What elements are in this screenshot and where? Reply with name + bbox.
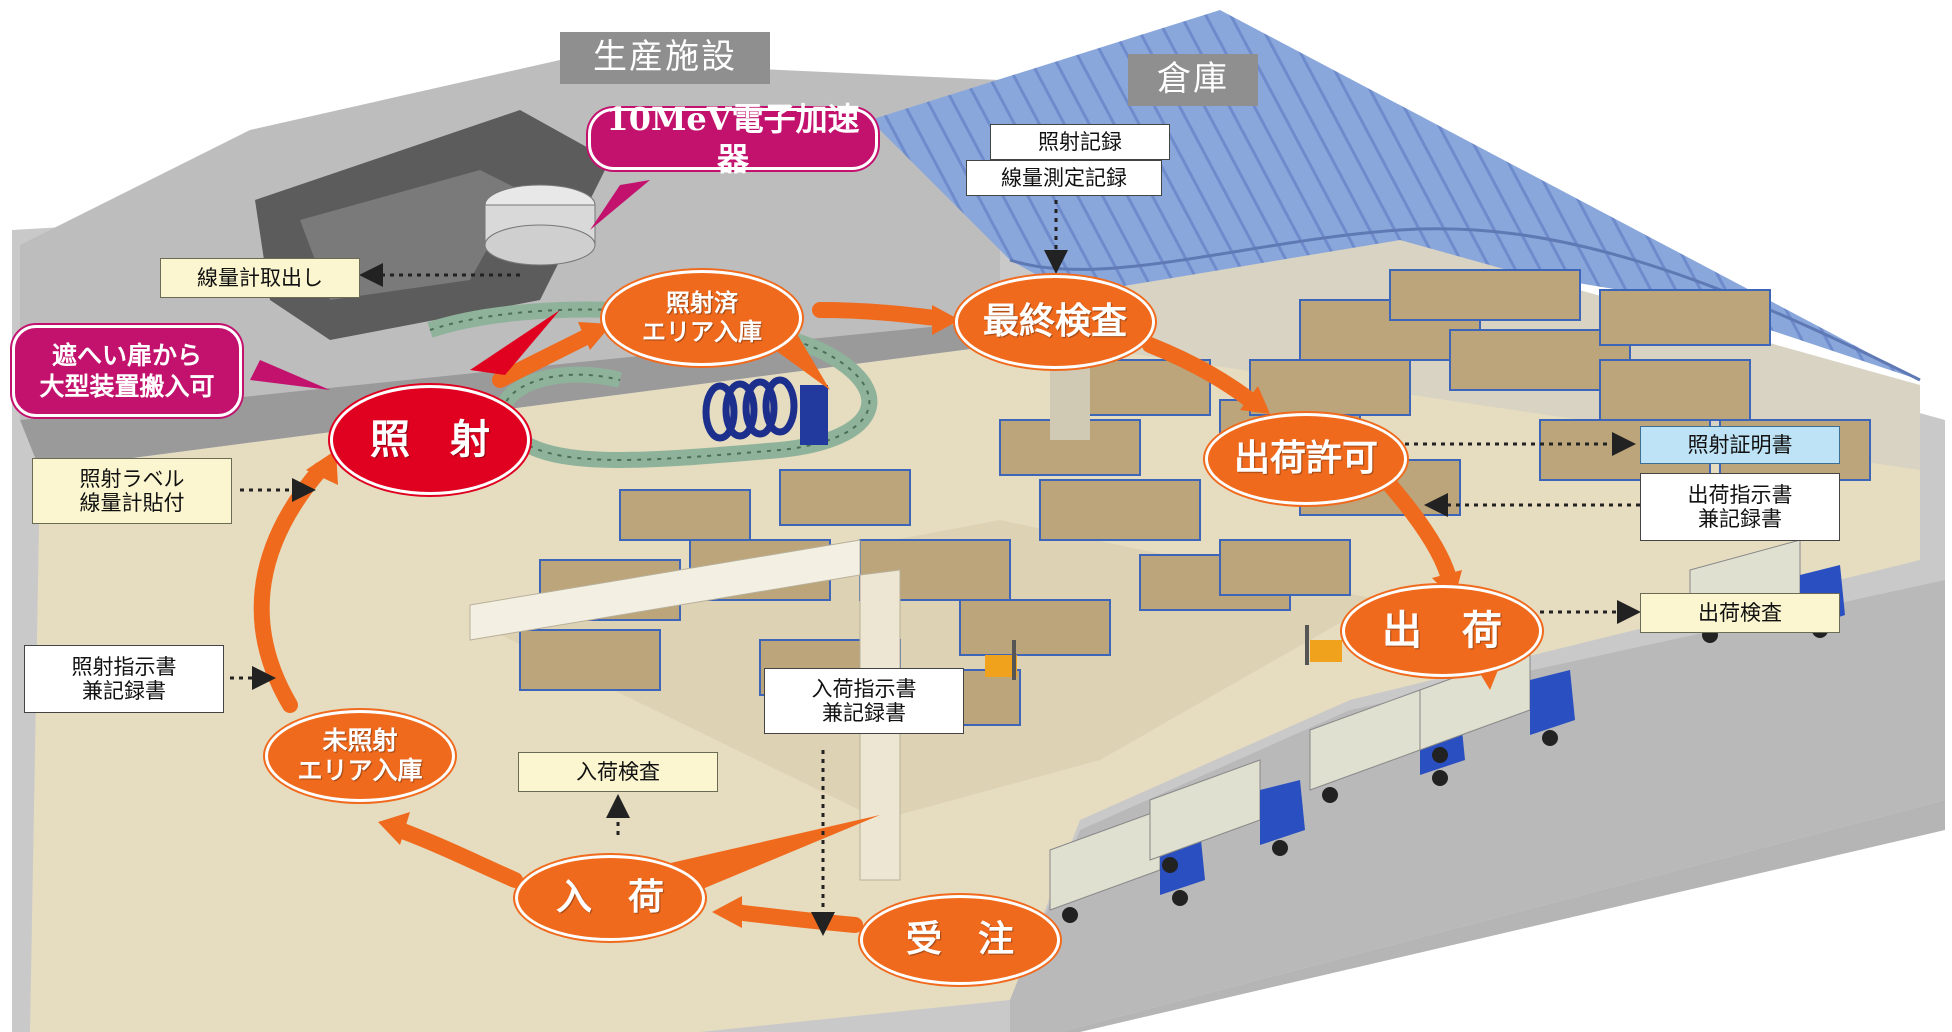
shipping-instruction-doc: 出荷指示書 兼記録書 — [1640, 473, 1840, 541]
accelerator-callout: 10MeV電子加速器 — [588, 100, 878, 178]
irradiation-certificate-doc: 照射証明書 — [1640, 426, 1840, 464]
forklifts — [985, 625, 1342, 680]
unirradiated-storage-bubble: 未照射 エリア入庫 — [265, 710, 455, 802]
final-inspection-bubble: 最終検査 — [955, 275, 1155, 369]
irradiated-storage-bubble: 照射済 エリア入庫 — [602, 270, 802, 366]
receiving-bubble: 入 荷 — [515, 855, 705, 941]
shipping-permit-bubble: 出荷許可 — [1205, 413, 1407, 505]
truck-road — [1010, 580, 1945, 1032]
receiving-instruction-doc: 入荷指示書 兼記録書 — [764, 668, 964, 734]
dosimeter-removal-note: 線量計取出し — [160, 258, 360, 298]
irradiation-instruction-doc: 照射指示書 兼記録書 — [24, 645, 224, 713]
order-bubble: 受 注 — [860, 895, 1060, 985]
trucks — [1049, 539, 1845, 923]
shipping-bubble: 出 荷 — [1342, 585, 1542, 677]
shield-door-callout: 遮へい扉から 大型装置搬入可 — [12, 325, 242, 417]
bubble-tails — [250, 180, 1510, 890]
production-facility-label: 生産施設 — [560, 32, 770, 84]
document-connectors — [230, 200, 1641, 936]
irradiation-label-note: 照射ラベル 線量計貼付 — [32, 458, 232, 524]
warehouse-label: 倉庫 — [1128, 54, 1258, 106]
flow-arrows — [253, 302, 1456, 933]
receiving-inspection-note: 入荷検査 — [518, 752, 718, 792]
shipping-inspection-note: 出荷検査 — [1640, 593, 1840, 633]
dose-record-doc: 線量測定記録 — [966, 160, 1162, 196]
irradiation-bubble: 照 射 — [330, 385, 530, 495]
irradiation-record-doc: 照射記録 — [990, 124, 1170, 160]
